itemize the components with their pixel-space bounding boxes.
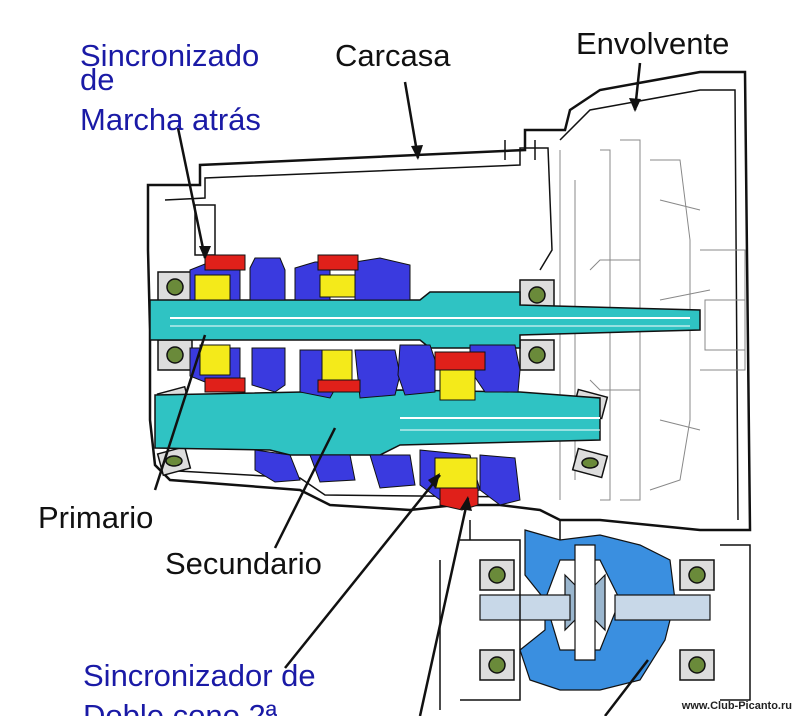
label-reverse-synchro-line1: Sincronizado: [80, 38, 260, 73]
housing-outline: [146, 70, 752, 532]
primary-shaft: [149, 291, 701, 349]
synchro: [199, 344, 246, 393]
leader-carcasa: [403, 81, 420, 159]
bearing: [156, 445, 192, 477]
bearing: [157, 339, 193, 371]
reverse-synchro: [194, 254, 246, 301]
leader-double-cone-1: [284, 474, 441, 669]
bearing: [679, 559, 715, 591]
arrowhead: [460, 496, 472, 511]
synchro: [317, 349, 361, 393]
leader-lines: [153, 62, 649, 716]
leader-reverse-synchro: [176, 127, 207, 259]
double-cone-synchro: [434, 457, 479, 511]
leader-secundario: [273, 427, 337, 549]
arrowheads: [199, 98, 641, 511]
bearing: [679, 649, 715, 681]
bearing: [157, 271, 193, 303]
arrowhead: [428, 473, 440, 489]
label-envolvente: Envolvente: [576, 26, 730, 61]
label-carcasa: Carcasa: [335, 38, 451, 73]
watermark: www.Club-Picanto.ru: [681, 700, 792, 712]
label-reverse-synchro-line3: Marcha atrás: [80, 102, 261, 137]
differential-casing: [439, 520, 751, 710]
synchro: [317, 254, 359, 298]
arrowhead: [629, 98, 641, 112]
label-double-cone-synchro-line1: Sincronizador de: [83, 658, 316, 693]
bearing: [479, 559, 515, 591]
differential: [479, 529, 711, 691]
bearing: [571, 447, 609, 479]
label-primario: Primario: [38, 500, 154, 535]
gears: [189, 257, 521, 506]
leader-primario: [153, 334, 207, 491]
label-double-cone-synchro-line2: Doble cono 2ª: [83, 700, 277, 716]
synchronizers: [194, 254, 486, 511]
label-secundario: Secundario: [165, 546, 322, 581]
arrowhead: [199, 246, 211, 260]
secondary-shaft: [154, 389, 601, 456]
label-reverse-synchro-line2: de: [80, 62, 115, 97]
synchro: [434, 351, 486, 401]
leader-double-cone-2: [418, 497, 470, 716]
leader-diff: [604, 659, 649, 716]
bearing: [519, 339, 555, 371]
bearing: [479, 649, 515, 681]
arrowhead: [411, 145, 423, 160]
